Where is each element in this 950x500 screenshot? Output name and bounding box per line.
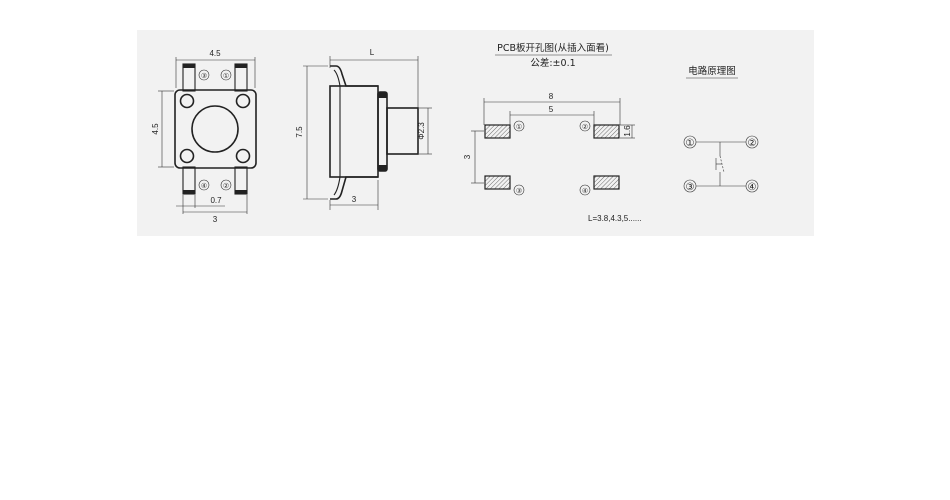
pin-label: ①	[223, 72, 229, 80]
dim-pitch: 3	[213, 215, 218, 224]
dim-lead: 0.7	[210, 196, 222, 205]
circuit-schematic: 电路原理图 ① ② ③ ④	[683, 65, 759, 193]
pin-label: ③	[516, 187, 522, 195]
schematic-pin: ④	[748, 182, 757, 193]
pcb-tolerance: 公差:±0.1	[530, 57, 575, 69]
button-stem	[191, 105, 239, 153]
dim-total-height: 7.5	[295, 126, 304, 138]
pin-label: ①	[516, 123, 522, 131]
dim-length: L	[370, 48, 375, 57]
pcb-pad	[593, 124, 620, 139]
dim-vertical: 3	[463, 154, 472, 159]
dim-base: 3	[352, 195, 357, 204]
dim-width: 4.5	[209, 49, 221, 58]
dim-stem: Φ2.3	[417, 122, 426, 140]
pcb-pad	[484, 175, 511, 190]
pcb-layout: PCB板开孔图(从插入面看) 公差:±0.1 8 5 ① ② ③ ④ 3	[463, 42, 642, 223]
side-view: L 7.5 Φ2.3 3	[295, 48, 432, 210]
dim-inner: 5	[549, 105, 554, 114]
pcb-title: PCB板开孔图(从插入面看)	[497, 42, 609, 54]
schematic-pin: ③	[686, 182, 695, 193]
pcb-pad	[593, 175, 620, 190]
length-note: L=3.8,4.3,5......	[588, 214, 642, 223]
pin-label: ④	[582, 187, 588, 195]
front-view: ③ ① ④ ② 4.5 4.5 0.7 3	[151, 49, 257, 224]
pin-label: ④	[201, 182, 207, 190]
schematic-title: 电路原理图	[688, 65, 736, 77]
pin-label: ②	[582, 123, 588, 131]
dim-height: 4.5	[151, 123, 160, 135]
pcb-pad	[484, 124, 511, 139]
pin-label: ②	[223, 182, 229, 190]
drawing-panel	[137, 30, 814, 236]
dim-outer: 8	[549, 92, 554, 101]
dim-pad: 1.6	[623, 125, 632, 137]
schematic-pin: ①	[686, 138, 695, 149]
schematic-pin: ②	[748, 138, 757, 149]
pin-label: ③	[201, 72, 207, 80]
